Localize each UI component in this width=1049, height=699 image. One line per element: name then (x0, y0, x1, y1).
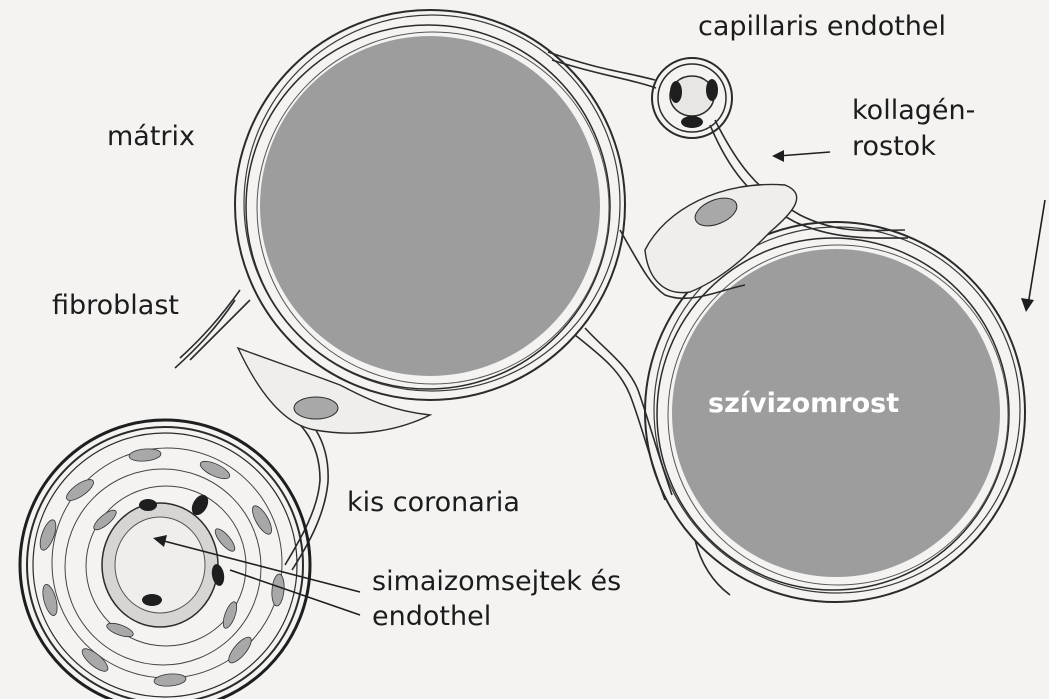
label-matrix: mátrix (107, 120, 195, 154)
label-collagen-line1: kollagén- (852, 94, 975, 128)
label-small-coronary: kis coronaria (347, 486, 520, 520)
label-collagen-line2: rostok (852, 130, 936, 164)
label-muscle-fiber: szívizomrost (708, 387, 899, 421)
label-fibroblast: fibroblast (52, 289, 179, 323)
label-capillary-endothel: capillaris endothel (698, 10, 946, 44)
label-smooth-muscle-line2: endothel (372, 600, 491, 634)
label-smooth-muscle-line1: simaizomsejtek és (372, 565, 621, 599)
